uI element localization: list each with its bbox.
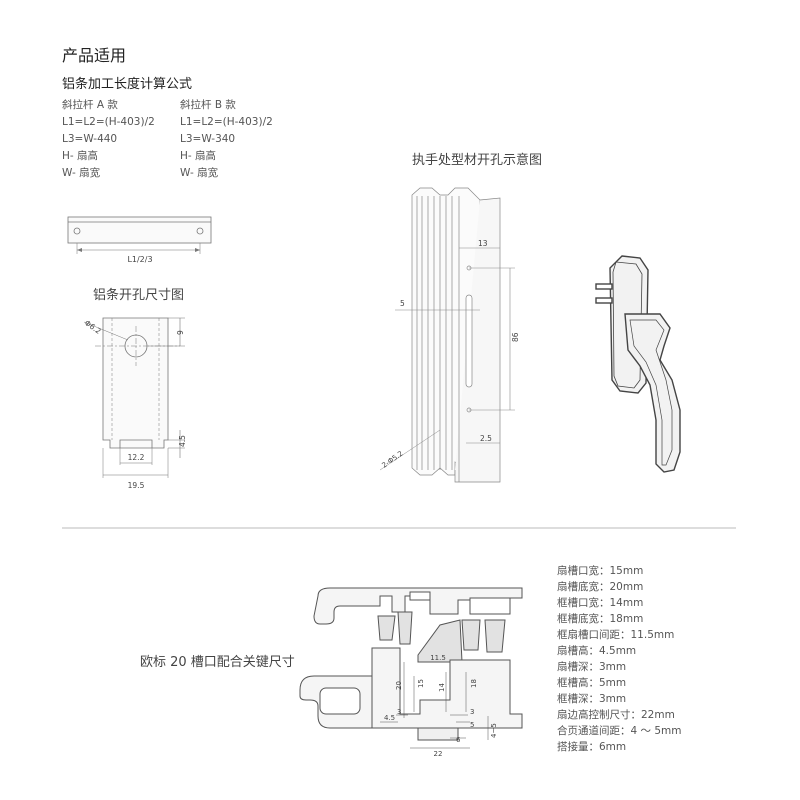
hole-inner-width-label: 12.2 [128, 453, 145, 462]
spec-item: 扇槽底宽：20mm [557, 581, 644, 593]
model-b-line: W- 扇宽 [180, 167, 219, 179]
euro-groove-section [299, 587, 523, 749]
model-a-line: W- 扇宽 [62, 167, 101, 179]
hole-bottom-label: 4.5 [178, 435, 187, 447]
model-a-line: H- 扇高 [62, 150, 99, 162]
spec-item: 搭接量：6mm [557, 741, 627, 753]
euro-dim-label: 3 [397, 708, 401, 716]
euro-dim-label: 5 [470, 721, 474, 729]
model-a-formulas: 斜拉杆 A 款 L1=L2=(H-403)/2 L3=W-440 H- 扇高 W… [62, 97, 155, 182]
model-b-line: L3=W-340 [180, 133, 236, 145]
spec-item: 框槽底宽：18mm [557, 613, 644, 625]
model-b-formulas: 斜拉杆 B 款 L1=L2=(H-403)/2 L3=W-340 H- 扇高 W… [180, 97, 273, 182]
model-a-line: L1=L2=(H-403)/2 [62, 116, 155, 128]
euro-dim-label: 4~5 [490, 723, 498, 738]
spec-item: 框槽深：3mm [557, 693, 627, 705]
profile-side-label: 5 [400, 299, 405, 308]
euro-dim-label: 20 [395, 681, 403, 690]
spec-item: 合页通道间距：4 ～ 5mm [557, 725, 682, 737]
spec-item: 扇槽高：4.5mm [557, 645, 637, 657]
aluminum-strip-drawing [67, 216, 212, 254]
profile-offset-label: 13 [478, 239, 488, 248]
profile-slot-label: 2.5 [480, 434, 492, 443]
spec-item: 扇槽口宽：15mm [557, 565, 644, 577]
spec-item: 框槽高：5mm [557, 677, 627, 689]
spec-item: 框槽口宽：14mm [557, 597, 644, 609]
euro-dim-label: 14 [438, 683, 446, 692]
euro-dim-label: 22 [434, 750, 443, 758]
model-b-line: L1=L2=(H-403)/2 [180, 116, 273, 128]
hole-top-label: 9 [176, 330, 185, 335]
euro-dim-label: 3 [470, 708, 474, 716]
euro-dim-label: 6 [456, 736, 461, 744]
model-b-line: 斜拉杆 B 款 [180, 99, 236, 111]
profile-span-label: 86 [511, 332, 520, 342]
handle-profile-caption: 执手处型材开孔示意图 [412, 153, 543, 168]
window-handle-icon [595, 255, 681, 473]
hole-size-drawing [83, 317, 185, 478]
euro-dim-label: 4.5 [384, 714, 395, 722]
spec-item: 框扇槽口间距：11.5mm [557, 629, 675, 641]
model-a-line: L3=W-440 [62, 133, 118, 145]
section-title: 产品适用 [62, 46, 127, 65]
hole-diameter-label: Φ6.2 [83, 318, 103, 336]
handle-profile-drawing [379, 187, 515, 483]
spec-item: 扇边高控制尺寸：22mm [557, 709, 675, 721]
model-b-line: H- 扇高 [180, 150, 217, 162]
euro-dim-label: 11.5 [430, 654, 446, 662]
hole-outer-width-label: 19.5 [128, 481, 145, 490]
profile-holes-label: 2-Φ5.2 [381, 450, 405, 470]
model-a-line: 斜拉杆 A 款 [62, 99, 118, 111]
euro-dim-label: 15 [417, 679, 425, 688]
strip-dim-label: L1/2/3 [127, 255, 152, 264]
formula-title: 铝条加工长度计算公式 [62, 77, 193, 92]
euro-dim-label: 18 [470, 679, 478, 688]
spec-item: 扇槽深：3mm [557, 661, 627, 673]
hole-caption: 铝条开孔尺寸图 [93, 288, 185, 303]
spec-list: 扇槽口宽：15mm 扇槽底宽：20mm 框槽口宽：14mm 框槽底宽：18mm … [557, 563, 682, 755]
euro-groove-caption: 欧标 20 槽口配合关键尺寸 [140, 655, 295, 670]
